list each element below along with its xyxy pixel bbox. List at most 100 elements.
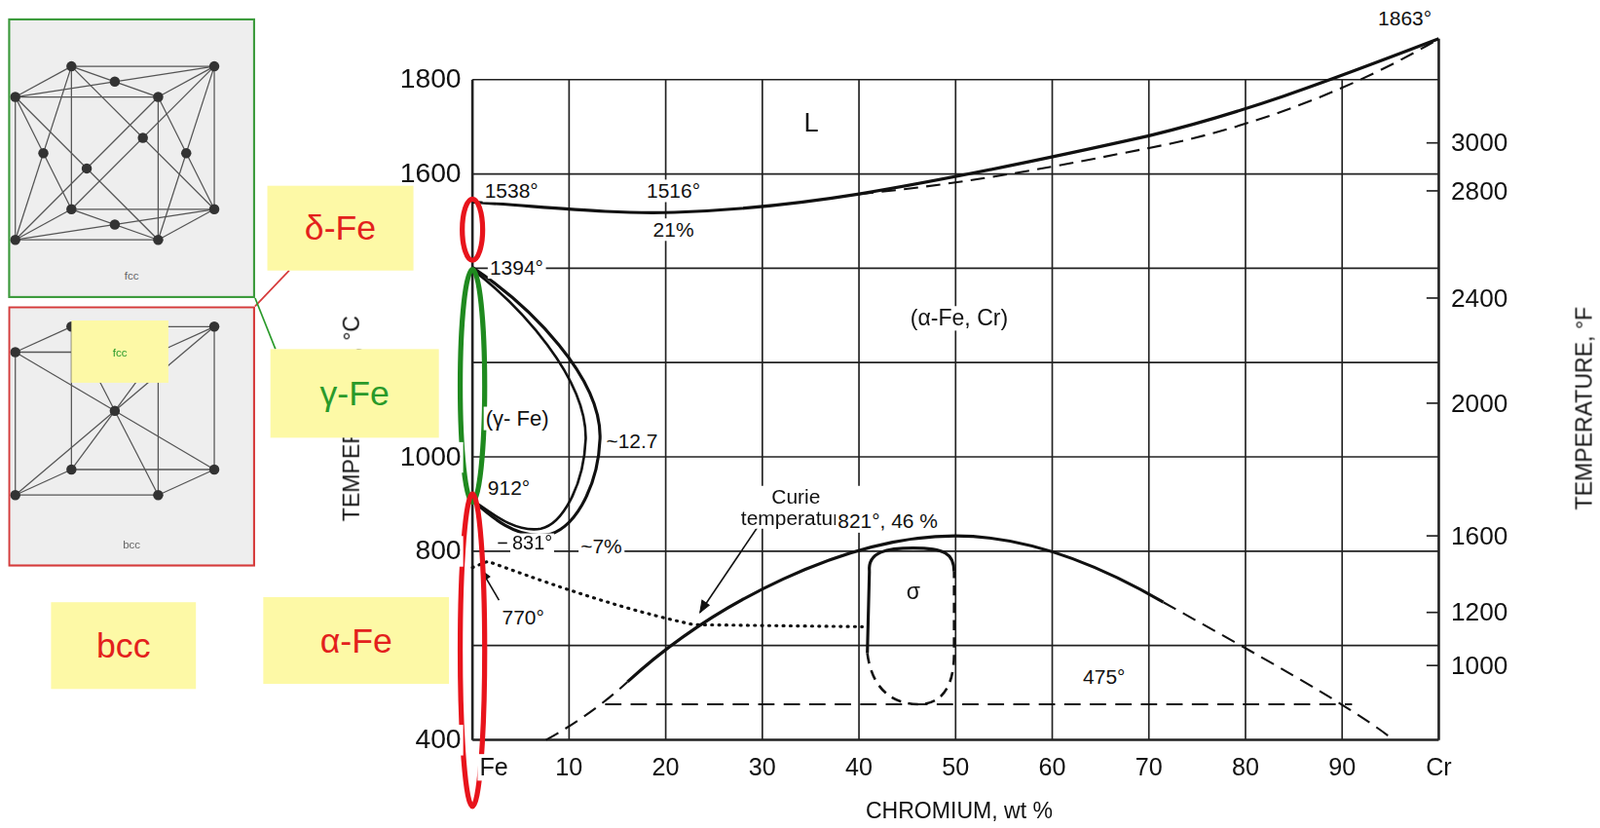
- axis-tick-label: 800: [412, 535, 463, 566]
- lattice-atom: [137, 132, 148, 143]
- lattice-line: [71, 65, 215, 67]
- axis-tick-label: Fe: [477, 753, 511, 782]
- phase-tag: α-Fe: [262, 596, 449, 684]
- lattice-line: [71, 468, 215, 470]
- axis-tick-label: 20: [650, 753, 682, 782]
- leader-line: [255, 270, 290, 307]
- axis-tick-label: 40: [843, 753, 875, 782]
- composition-value: 21%: [650, 218, 696, 241]
- structure-caption: fcc: [124, 269, 140, 283]
- lattice-line: [15, 494, 159, 496]
- temperature-value: 831°: [510, 533, 555, 556]
- lattice-line: [71, 66, 158, 97]
- phase-range-ellipses: [460, 198, 485, 806]
- temperature-value: 1538°: [483, 179, 541, 202]
- axis-tick-label: 10: [553, 753, 585, 782]
- axis-tick: [1426, 664, 1440, 667]
- phase-name: δ-Fe: [304, 208, 376, 249]
- lattice-line: [15, 97, 159, 241]
- crystal-background: [7, 18, 256, 298]
- lattice-line: [71, 208, 215, 210]
- lattice-atom: [152, 234, 163, 245]
- grid-line: [472, 267, 1439, 270]
- axis-tick-label: 50: [939, 753, 971, 782]
- temperature-value: 1516°: [644, 179, 703, 202]
- axis-tick-label: 3000: [1449, 128, 1510, 157]
- phase-boundaries: [472, 38, 1439, 741]
- composition-value: ~12.7: [603, 429, 660, 452]
- axis-tick-label: 70: [1133, 753, 1165, 782]
- axis-tick-label: 60: [1036, 753, 1068, 782]
- leader-line: [255, 297, 276, 349]
- lattice-line: [15, 209, 215, 240]
- lattice-atom: [9, 346, 20, 357]
- grid-line: [472, 78, 1439, 81]
- axis-tick-label: 1600: [1449, 521, 1510, 551]
- grid-line: [472, 361, 1439, 364]
- lattice-line: [213, 66, 215, 210]
- lattice-line: [71, 66, 215, 210]
- grid-line: [1244, 79, 1247, 741]
- grid-line: [1437, 38, 1441, 741]
- grid-line: [1340, 79, 1343, 741]
- axis-tick: [1426, 189, 1440, 192]
- axis-tick: [1426, 142, 1440, 145]
- lattice-line: [14, 97, 16, 241]
- grid-line: [472, 644, 1439, 647]
- temperature-value: 1863°: [1376, 6, 1434, 30]
- grid-line: [1051, 79, 1054, 741]
- lattice-line: [15, 326, 73, 352]
- lattice-atom: [66, 204, 76, 215]
- lattice-line: [14, 352, 16, 496]
- crystal-frame: fcc: [7, 18, 256, 298]
- crystal-background: [7, 305, 256, 566]
- axis-tick-label: 1800: [398, 64, 464, 95]
- lattice-line: [157, 97, 215, 210]
- grid-line: [472, 455, 1439, 458]
- axis-tick-label: 400: [412, 724, 463, 755]
- phase-name: bcc: [96, 625, 150, 666]
- grid-line: [761, 79, 764, 741]
- lattice-line: [71, 66, 215, 210]
- axis-tick-label: 1600: [398, 158, 464, 189]
- grid-line: [857, 79, 860, 741]
- axis-tick-label: 2000: [1449, 388, 1510, 417]
- lattice-atom: [66, 464, 76, 475]
- lattice-atom: [209, 204, 220, 215]
- lattice-atom: [9, 91, 20, 102]
- lattice-line: [15, 96, 159, 98]
- lattice-line: [157, 469, 215, 495]
- lattice-atom: [110, 219, 120, 229]
- lattice-atom: [209, 464, 220, 475]
- axis-tick-label: 80: [1229, 753, 1262, 782]
- crystal-frame: bccfcc: [7, 305, 256, 566]
- axis-tick: [1426, 297, 1440, 299]
- lattice-atom: [110, 406, 120, 416]
- axis-tick-label: 1000: [1449, 651, 1510, 680]
- lattice-line: [71, 209, 158, 240]
- lattice-line: [15, 66, 215, 97]
- axis-tick-label: 30: [746, 753, 779, 782]
- temperature-value: 770°: [499, 605, 547, 629]
- phase-label: (α-Fe, Cr): [908, 305, 1011, 331]
- axis-title: TEMPERATURE, °F: [1572, 304, 1598, 513]
- grid-line: [1148, 79, 1151, 741]
- grid-line: [471, 79, 475, 741]
- axis-tick: [1426, 534, 1440, 537]
- lattice-line: [15, 97, 73, 210]
- composition-value: ~7%: [578, 534, 625, 558]
- lattice-line: [213, 326, 215, 470]
- crystal-lattice: [9, 61, 220, 501]
- lattice-atom: [110, 76, 120, 87]
- lattice-line: [157, 66, 215, 240]
- lattice-atom: [66, 61, 76, 72]
- phase-label: (γ- Fe): [483, 407, 552, 431]
- temperature-value: 475°: [1080, 665, 1128, 688]
- axis-title: CHROMIUM, wt %: [863, 798, 1055, 823]
- phase-label: L: [801, 108, 820, 138]
- lattice-atom: [37, 148, 48, 158]
- lattice-atom: [9, 489, 20, 500]
- axis-tick-label: Cr: [1423, 753, 1454, 782]
- phase-name: fcc: [112, 345, 128, 359]
